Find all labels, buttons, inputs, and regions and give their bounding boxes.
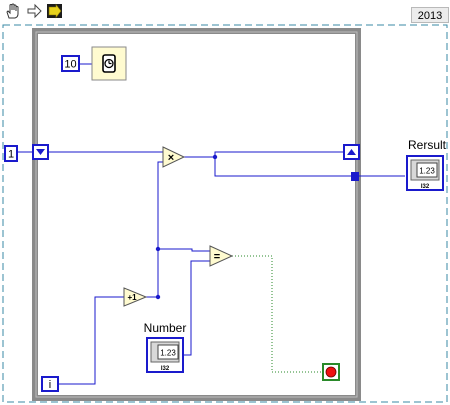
svg-text:×: × (168, 152, 174, 164)
wire-junction (155, 294, 161, 300)
wire-to-right-shift (214, 151, 344, 157)
wire-boolean-stop[interactable] (232, 255, 323, 373)
number-control[interactable]: 1.23 I32 (146, 337, 184, 373)
toolbar: 2013 (0, 0, 450, 24)
svg-text:=: = (214, 251, 220, 263)
svg-text:I32: I32 (421, 184, 430, 190)
iteration-terminal[interactable]: i (41, 376, 59, 392)
equal-node[interactable]: = (209, 245, 234, 267)
svg-text:I32: I32 (161, 366, 170, 372)
run-arrow-icon[interactable] (46, 2, 63, 20)
wait-ms-constant[interactable]: 10 (61, 55, 80, 72)
result-label: Rersult (408, 138, 447, 152)
multiply-node[interactable]: × (162, 146, 186, 168)
stop-icon (325, 366, 337, 378)
svg-text:1.23: 1.23 (419, 167, 435, 176)
svg-text:10: 10 (64, 59, 76, 71)
hand-pointer-icon[interactable] (4, 2, 21, 20)
result-indicator[interactable]: 1.23 I32 (406, 155, 444, 191)
version-label: 2013 (411, 7, 449, 23)
svg-text:1.23: 1.23 (160, 349, 176, 358)
wire-iteration (58, 296, 124, 385)
svg-text:i: i (49, 379, 51, 391)
while-loop[interactable] (32, 28, 361, 401)
wire-to-multiply-bottom (157, 161, 163, 297)
svg-text:+1: +1 (127, 293, 137, 302)
number-label: Number (144, 321, 187, 335)
stop-condition-terminal[interactable] (322, 363, 340, 381)
shift-register-left[interactable] (32, 144, 49, 160)
wait-function[interactable] (91, 46, 127, 81)
increment-node[interactable]: +1 (123, 287, 148, 307)
wire-junction (212, 154, 218, 160)
svg-text:1: 1 (8, 149, 14, 161)
loop-output-tunnel[interactable] (351, 172, 359, 181)
shift-register-init-constant[interactable]: 1 (4, 145, 18, 162)
stopwatch-icon (102, 54, 116, 73)
diagram-boundary (2, 24, 448, 403)
wire-number-to-equal (183, 260, 210, 356)
shift-register-right[interactable] (343, 144, 360, 160)
wire-to-equal-top (158, 248, 210, 252)
arrow-right-icon[interactable] (26, 2, 43, 20)
wire-junction (155, 246, 161, 252)
wires[interactable] (17, 151, 405, 385)
wire-to-result (214, 157, 405, 177)
